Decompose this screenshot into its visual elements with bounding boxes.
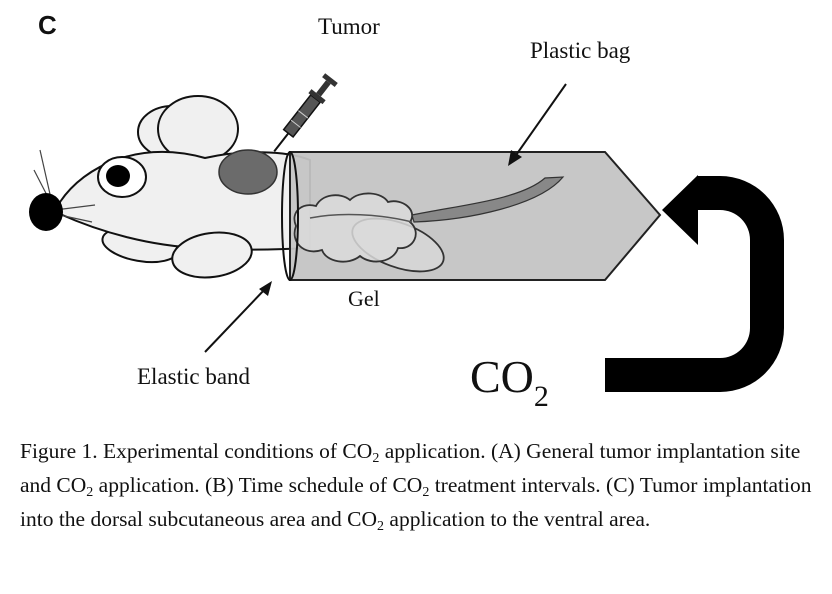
band-pointer-arrow (204, 281, 272, 353)
co2-label-main: CO (470, 351, 534, 402)
caption-part-3: application. (B) Time schedule of CO (93, 473, 423, 497)
gel-label: Gel (348, 286, 380, 311)
caption-part-4: treatment intervals. (C) Tumor implantat… (20, 473, 812, 531)
plastic-bag-label: Plastic bag (530, 38, 631, 63)
elastic-band (281, 151, 299, 281)
caption-sub-4: 2 (377, 519, 385, 534)
bag-pointer-arrow (508, 83, 567, 166)
elastic-band-label: Elastic band (137, 364, 251, 389)
caption-sub-1: 2 (372, 451, 380, 466)
mouse-pupil (106, 165, 130, 187)
co2-flow-arrow (605, 175, 784, 392)
caption-part-2: application. (A) General tumor implantat… (20, 439, 801, 497)
caption-part-1: Figure 1. Experimental conditions of CO (20, 439, 373, 463)
mouse-tail (411, 176, 565, 223)
co2-label: CO2 (470, 350, 549, 413)
mouse-nose (29, 193, 63, 231)
caption-sub-2: 2 (86, 485, 94, 500)
mouse-front-leg (171, 231, 253, 279)
tumor-label: Tumor (318, 14, 380, 39)
tumor-mass (218, 149, 278, 195)
co2-label-subscript: 2 (533, 380, 549, 413)
panel-letter: C (38, 10, 57, 40)
figure-caption: Figure 1. Experimental conditions of CO2… (20, 438, 820, 540)
mouse-rear-outline (309, 213, 413, 223)
caption-part-5: application to the ventral area. (384, 507, 651, 531)
caption-sub-3: 2 (422, 485, 430, 500)
syringe-icon (273, 73, 338, 153)
